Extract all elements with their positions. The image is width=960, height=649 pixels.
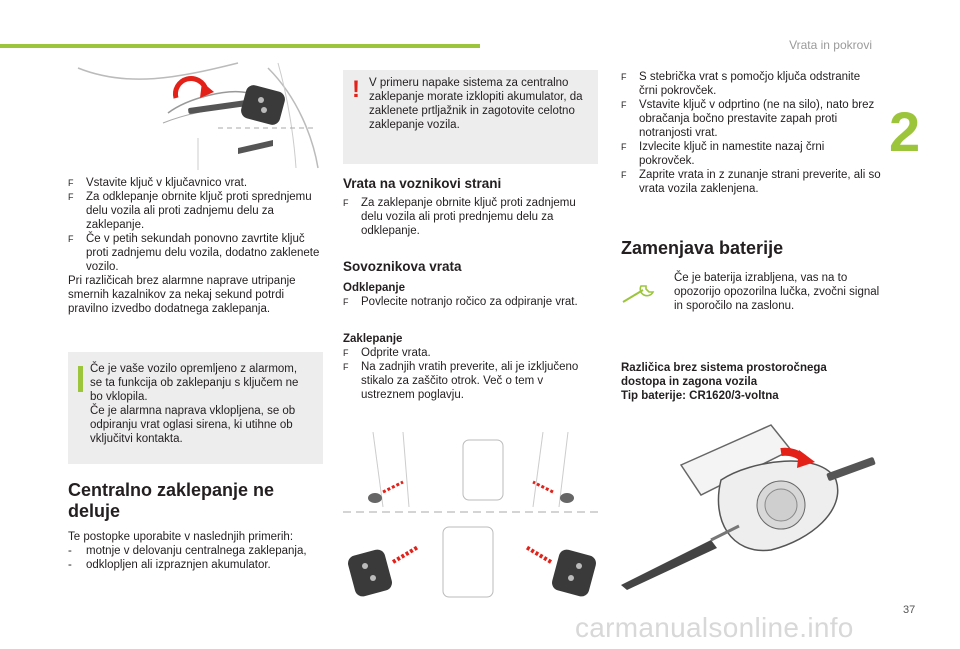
page-number: 37 bbox=[903, 604, 916, 616]
fault-cases: -motnje v delovanju centralnega zaklepan… bbox=[68, 544, 323, 572]
warning-box: ! V primeru napake sistema za centralno … bbox=[343, 70, 598, 164]
bullet-icon: F bbox=[68, 192, 74, 202]
list-item: -motnje v delovanju centralnega zaklepan… bbox=[68, 545, 307, 557]
dash-icon: - bbox=[68, 559, 72, 571]
battery-warning-note: Če je baterija izrabljena, vas na to opo… bbox=[674, 272, 880, 312]
heading-passenger-door: Sovoznikova vrata bbox=[343, 259, 462, 274]
alarm-paragraph: Pri različicah brez alarmne naprave utri… bbox=[68, 275, 296, 315]
bullet-icon: F bbox=[343, 348, 349, 358]
key-in-door-illustration bbox=[68, 58, 323, 170]
heading-driver-door: Vrata na voznikovi strani bbox=[343, 176, 502, 191]
bullet-icon: F bbox=[343, 362, 349, 372]
section-title: Vrata in pokrovi bbox=[789, 38, 872, 52]
dash-icon: - bbox=[68, 545, 72, 557]
heading-battery-replacement: Zamenjava baterije bbox=[621, 238, 784, 258]
warning-text: V primeru napake sistema za centralno za… bbox=[369, 77, 583, 131]
chapter-number: 2 bbox=[889, 100, 921, 163]
info-box: Če je vaše vozilo opremljeno z alarmom, … bbox=[68, 352, 323, 464]
bullet-icon: F bbox=[343, 198, 349, 208]
info-text-2: Če je alarmna naprava vklopljena, se ob … bbox=[90, 405, 296, 445]
list-item: -odklopljen ali izpraznjen akumulator. bbox=[68, 559, 271, 571]
lock-label: Zaklepanje bbox=[343, 333, 403, 345]
bullet-icon: F bbox=[621, 100, 627, 110]
watermark: carmanualsonline.info bbox=[575, 612, 854, 643]
variant-label-2: dostopa in zagona vozila bbox=[621, 376, 758, 388]
bullet-icon: F bbox=[621, 72, 627, 82]
door-pillar-illustration bbox=[343, 432, 601, 612]
wrench-icon bbox=[621, 282, 657, 306]
bullet-icon: F bbox=[68, 178, 74, 188]
battery-type: Tip baterije: CR1620/3-voltna bbox=[621, 390, 779, 402]
bullet-icon: F bbox=[621, 142, 627, 152]
battery-replacement-illustration bbox=[621, 420, 883, 590]
header-accent-bar bbox=[0, 44, 480, 48]
heading-central-locking-fault: Centralno zaklepanje ne deluje bbox=[68, 480, 275, 521]
bullet-icon: F bbox=[343, 297, 349, 307]
fault-intro: Te postopke uporabite v naslednjih prime… bbox=[68, 531, 294, 543]
bullet-icon: F bbox=[621, 170, 627, 180]
unlock-label: Odklepanje bbox=[343, 282, 405, 294]
warning-icon: ! bbox=[352, 76, 360, 103]
info-text-1: Če je vaše vozilo opremljeno z alarmom, … bbox=[90, 363, 299, 403]
info-icon bbox=[78, 366, 83, 392]
bullet-icon: F bbox=[68, 234, 74, 244]
variant-label-1: Različica brez sistema prostoročnega bbox=[621, 362, 827, 374]
